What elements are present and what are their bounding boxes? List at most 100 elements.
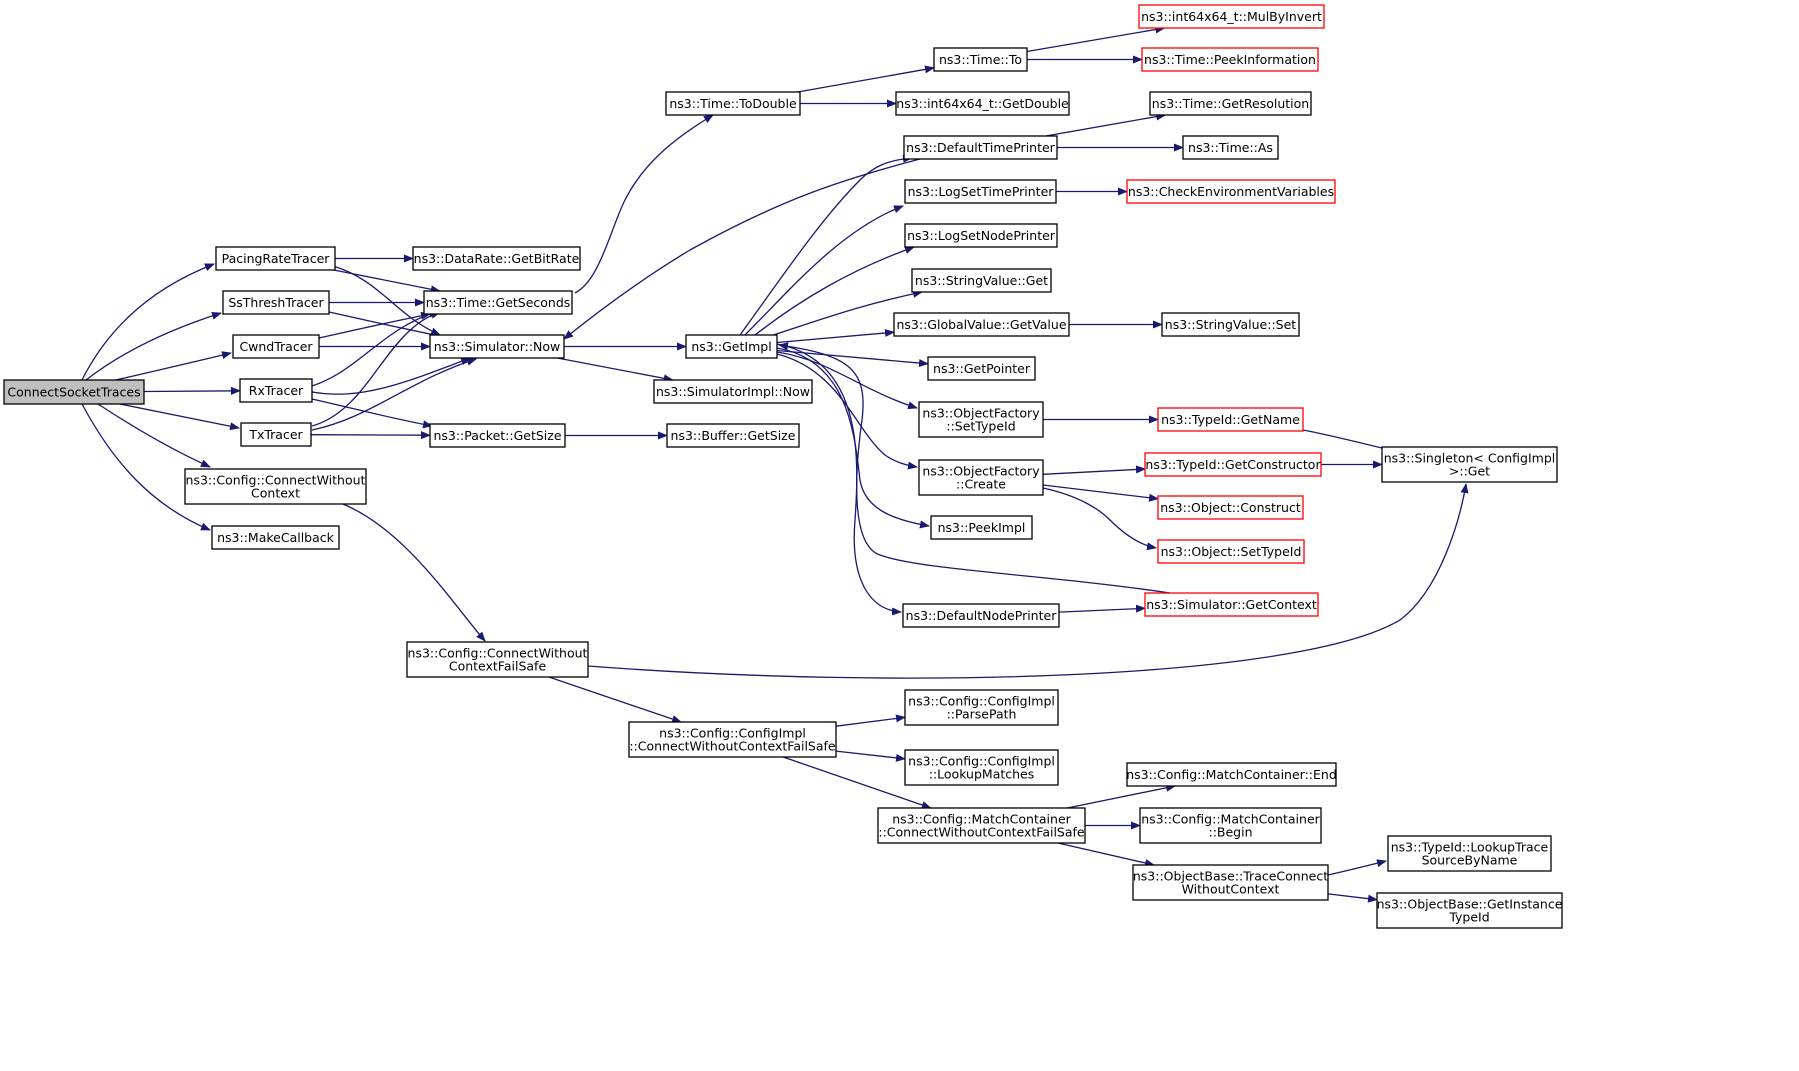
node-pacing[interactable]: PacingRateTracer [215,246,336,271]
node-box [1182,135,1279,160]
node-checkenv[interactable]: ns3::CheckEnvironmentVariables [1126,179,1336,204]
node-simnow[interactable]: ns3::Simulator::Now [429,334,565,359]
node-box [918,401,1044,438]
node-tidctor[interactable]: ns3::TypeId::GetConstructor [1144,452,1322,477]
node-box [412,246,581,271]
node-logstp[interactable]: ns3::LogSetTimePrinter [904,179,1057,204]
node-label: ns3::Config::ConnectWithout [186,473,366,488]
node-defnp[interactable]: ns3::DefaultNodePrinter [902,603,1060,628]
edge-deftp-to-simnow [563,158,921,340]
node-singleton[interactable]: ns3::Singleton< ConfigImpl >::Get [1381,446,1558,483]
node-box [1157,407,1304,432]
edge-tx-to-getsec [311,311,441,427]
edge-ofcreate-to-objctor [1042,484,1159,502]
node-label: ns3::Singleton< ConfigImpl [1384,451,1556,466]
edge-root-to-pacing [81,263,215,381]
node-box [1157,495,1304,520]
node-rx[interactable]: RxTracer [239,378,313,403]
node-tx[interactable]: TxTracer [240,422,312,447]
node-box [3,379,145,405]
node-box [877,807,1086,844]
node-makecb[interactable]: ns3::MakeCallback [211,525,340,550]
node-logsnp[interactable]: ns3::LogSetNodePrinter [904,223,1058,248]
edge-getimpl-to-logsnp [754,246,915,336]
node-strset[interactable]: ns3::StringValue::Set [1161,312,1300,337]
node-strget[interactable]: ns3::StringValue::Get [911,268,1052,293]
node-mcend[interactable]: ns3::Config::MatchContainer::End [1126,762,1337,787]
node-ofsettid[interactable]: ns3::ObjectFactory::SetTypeId [918,401,1044,438]
node-label: ns3::Config::MatchContainer::End [1126,767,1337,782]
node-label: ns3::Config::MatchContainer [892,812,1071,827]
node-bitrate[interactable]: ns3::DataRate::GetBitRate [412,246,581,271]
node-box [211,525,340,550]
edge-tx-to-pktsize [310,431,431,440]
node-box [904,223,1058,248]
node-mcbegin[interactable]: ns3::Config::MatchContainer::Begin [1139,807,1322,844]
node-ssthresh[interactable]: SsThreshTracer [222,290,330,315]
edge-deftp-to-getres [1045,112,1167,137]
node-label: ns3::int64x64_t::MulByInvert [1141,9,1322,24]
node-mulbyinv[interactable]: ns3::int64x64_t::MulByInvert [1138,4,1325,29]
node-peekinfo[interactable]: ns3::Time::PeekInformation [1141,47,1319,72]
node-label: ns3::int64x64_t::GetDouble [896,96,1069,111]
node-box [1161,312,1300,337]
node-label: ns3::ObjectBase::TraceConnect [1133,869,1328,884]
node-box [222,290,330,315]
edge-cfgcwc-to-cfgcwcfs [342,503,486,642]
node-box [429,423,566,448]
node-box [1144,592,1319,617]
node-objctor[interactable]: ns3::Object::Construct [1157,495,1304,520]
node-root[interactable]: ConnectSocketTraces [3,379,145,405]
node-getptr[interactable]: ns3::GetPointer [927,356,1036,381]
edge-getimpl-to-logstp [744,205,904,336]
node-label: TypeId [1448,910,1489,925]
node-getsec[interactable]: ns3::Time::GetSeconds [423,290,573,315]
node-label: ::ConnectWithoutContextFailSafe [629,739,836,754]
node-box [239,378,313,403]
edge-rx-to-getsec [311,310,439,387]
node-tidname[interactable]: ns3::TypeId::GetName [1157,407,1304,432]
nodes-layer: ConnectSocketTraces PacingRateTracerSsThr… [3,4,1563,929]
node-label: TxTracer [248,427,303,442]
node-gvget[interactable]: ns3::GlobalValue::GetValue [893,312,1070,337]
node-peekimpl[interactable]: ns3::PeekImpl [930,515,1033,540]
node-label: WithoutContext [1182,882,1280,897]
node-box [1139,807,1322,844]
node-simctx[interactable]: ns3::Simulator::GetContext [1144,592,1319,617]
node-label: ns3::PeekImpl [938,520,1026,535]
edge-obtcwc-to-obgettid [1327,893,1378,903]
node-objsettid[interactable]: ns3::Object::SetTypeId [1157,539,1305,564]
node-todouble[interactable]: ns3::Time::ToDouble [665,91,801,116]
node-label: ns3::Simulator::GetContext [1146,597,1317,612]
node-cwnd[interactable]: CwndTracer [232,334,320,359]
node-label: ::SetTypeId [946,419,1015,434]
node-label: ns3::Simulator::Now [434,339,561,354]
node-pktsize[interactable]: ns3::Packet::GetSize [429,423,566,448]
node-mccwcfs[interactable]: ns3::Config::MatchContainer::ConnectWith… [877,807,1086,844]
node-getres[interactable]: ns3::Time::GetResolution [1149,91,1312,116]
node-label: RxTracer [249,383,304,398]
node-bufsize[interactable]: ns3::Buffer::GetSize [666,423,800,448]
edge-rx-to-simnow [311,357,471,395]
node-label: ns3::Time::PeekInformation [1144,52,1316,67]
node-ofcreate[interactable]: ns3::ObjectFactory::Create [918,459,1044,496]
node-label: ns3::StringValue::Set [1165,317,1296,332]
node-timeto[interactable]: ns3::Time::To [933,47,1028,72]
node-obtcwc[interactable]: ns3::ObjectBase::TraceConnectWithoutCont… [1132,864,1329,901]
node-cfgcwcfs[interactable]: ns3::Config::ConnectWithoutContextFailSa… [406,641,589,678]
node-box [685,334,778,359]
node-timeas[interactable]: ns3::Time::As [1182,135,1279,160]
node-cfgcwc[interactable]: ns3::Config::ConnectWithoutContext [184,468,367,505]
node-deftp[interactable]: ns3::DefaultTimePrinter [903,135,1058,160]
node-parsepath[interactable]: ns3::Config::ConfigImpl::ParsePath [904,689,1059,726]
node-getdouble[interactable]: ns3::int64x64_t::GetDouble [895,91,1070,116]
node-simimplnow[interactable]: ns3::SimulatorImpl::Now [653,379,813,404]
node-getimpl[interactable]: ns3::GetImpl [685,334,778,359]
node-lookupm[interactable]: ns3::Config::ConfigImpl::LookupMatches [904,749,1059,786]
node-cimplcwcfs[interactable]: ns3::Config::ConfigImpl::ConnectWithoutC… [628,721,837,758]
node-label: PacingRateTracer [222,251,331,266]
node-label: ns3::Object::Construct [1160,500,1301,515]
